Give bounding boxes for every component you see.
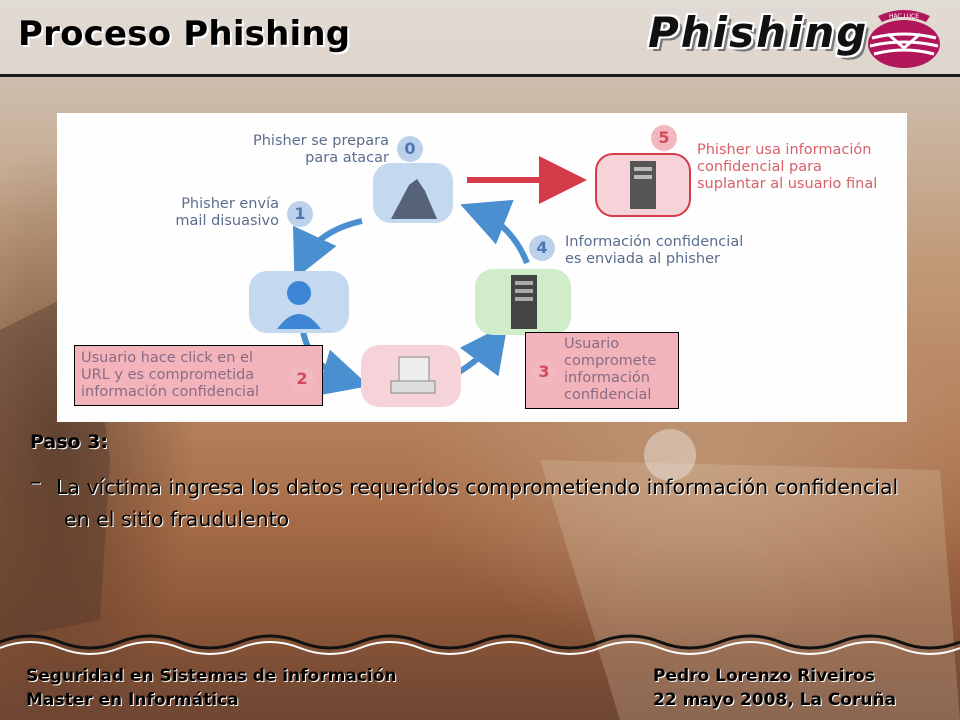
bullet-line2: en el sitio fraudulento [64, 507, 290, 531]
bullet-marker: – [30, 470, 41, 495]
step5-label-line2: confidencial para [697, 159, 822, 175]
step1-label: Phisher envía mail disuasivo [117, 196, 279, 230]
step0-number-badge: 0 [397, 136, 423, 162]
page-title: Proceso Phishing [18, 14, 351, 54]
step5-number-badge: 5 [651, 125, 677, 151]
step4-label-line2: es enviada al phisher [565, 251, 720, 267]
step0-label: Phisher se prepara para atacar [217, 133, 389, 167]
step5-label: Phisher usa información confidencial par… [697, 142, 902, 193]
phisher-server-node [595, 153, 691, 217]
phisher-silhouette-icon [391, 179, 437, 219]
phishing-wordmark: Phishing [648, 8, 869, 57]
step2-highlight-box: Usuario hace click en el URL y es compro… [74, 345, 323, 406]
footer-left: Seguridad en Sistemas de información Mas… [26, 664, 396, 712]
step3-label: Usuario compromete información confidenc… [564, 336, 676, 404]
phisher-node [373, 163, 453, 223]
bullet-text: La víctima ingresa los datos requeridos … [56, 471, 936, 535]
step3-label-line1: Usuario [564, 336, 620, 352]
footer-wave-divider [0, 634, 960, 655]
footer-author: Pedro Lorenzo Riveiros [653, 666, 875, 686]
phishing-process-diagram: Phisher se prepara para atacar 0 Phisher… [57, 113, 907, 422]
step3-label-line4: confidencial [564, 387, 652, 403]
step-heading: Paso 3: [30, 431, 109, 453]
bullet-line1: La víctima ingresa los datos requeridos … [56, 475, 899, 499]
step2-number-badge: 2 [289, 366, 315, 392]
step5-label-line3: suplantar al usuario final [697, 176, 878, 192]
user-icon [277, 281, 321, 329]
header-bar [0, 0, 960, 76]
computer-icon [390, 356, 436, 394]
server-node [475, 269, 571, 335]
footer-program: Master en Informática [26, 690, 239, 710]
server-icon [511, 275, 537, 329]
step0-label-line2: para atacar [305, 150, 389, 166]
footer-right: Pedro Lorenzo Riveiros 22 mayo 2008, La … [653, 664, 896, 712]
step0-label-line1: Phisher se prepara [253, 133, 389, 149]
step2-label-line3: información confidencial [81, 384, 259, 400]
step3-number-badge: 3 [531, 359, 557, 385]
step1-label-line1: Phisher envía [181, 196, 279, 212]
step5-label-line1: Phisher usa información [697, 142, 872, 158]
step2-label-line2: URL y es comprometida [81, 367, 255, 383]
step4-label-line1: Información confidencial [565, 234, 744, 250]
footer-date-place: 22 mayo 2008, La Coruña [653, 690, 897, 710]
user-node [249, 271, 349, 333]
step3-highlight-box: 3 Usuario compromete información confide… [525, 332, 679, 409]
step1-label-line2: mail disuasivo [175, 213, 279, 229]
step4-label: Información confidencial es enviada al p… [565, 234, 795, 268]
step2-label: Usuario hace click en el URL y es compro… [81, 350, 281, 401]
phisher-server-icon [630, 161, 656, 209]
step4-number-badge: 4 [529, 235, 555, 261]
footer-course: Seguridad en Sistemas de información [26, 666, 397, 686]
university-logo-icon: HAC LUCE [868, 10, 940, 68]
header-divider [0, 74, 960, 77]
computer-node [361, 345, 461, 407]
step3-label-line3: información [564, 370, 650, 386]
logo-text: HAC LUCE [889, 13, 919, 20]
step3-label-line2: compromete [564, 353, 657, 369]
step2-label-line1: Usuario hace click en el [81, 350, 253, 366]
step1-number-badge: 1 [287, 201, 313, 227]
